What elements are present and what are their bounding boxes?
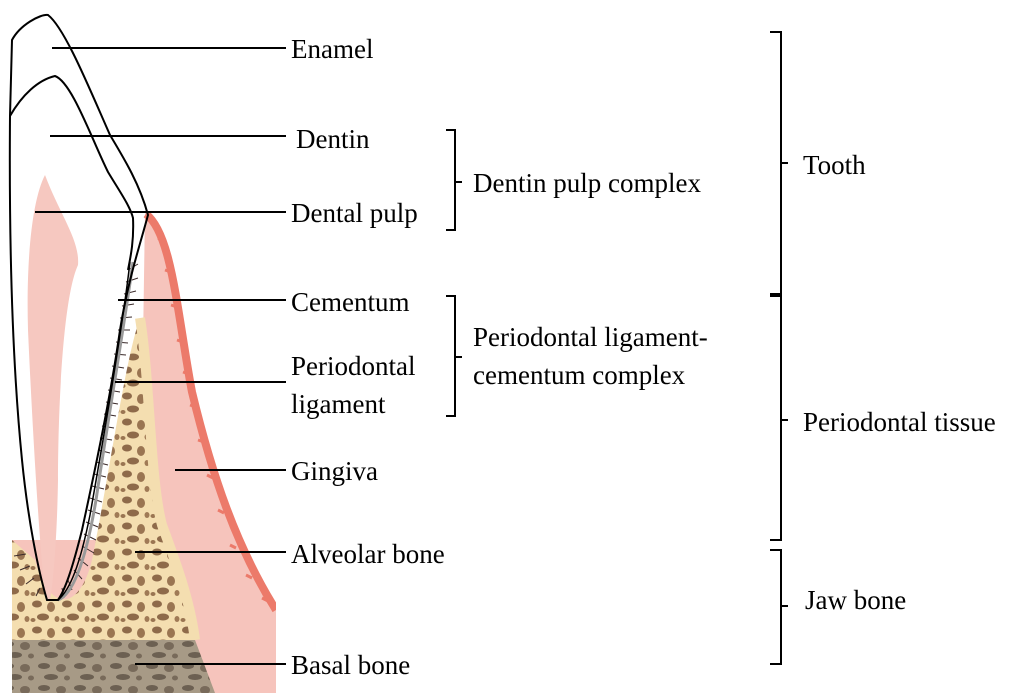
dental-pulp-region [28,175,79,600]
label-jaw-bone: Jaw bone [805,585,906,615]
structure-labels: Enamel Dentin Dental pulp Cementum Perio… [291,34,445,680]
group-labels: Dentin pulp complex Periodontal ligament… [473,168,708,390]
label-dentin: Dentin [296,124,370,154]
label-basal-bone: Basal bone [291,650,410,680]
label-pdl-cementum-complex-line1: Periodontal ligament- [473,322,708,352]
bracket-tooth [770,32,788,294]
bracket-dentin-pulp-complex [446,130,462,230]
label-periodontal-ligament-line1: Periodontal [291,351,415,381]
label-cementum: Cementum [291,287,409,317]
group-brackets [446,130,462,416]
bracket-periodontal-tissue [770,296,788,540]
label-enamel: Enamel [291,34,373,64]
category-labels: Tooth Periodontal tissue Jaw bone [803,150,996,615]
bracket-pdl-cementum-complex [446,296,462,416]
label-gingiva: Gingiva [291,456,378,486]
label-periodontal-ligament-line2: ligament [291,389,386,419]
label-periodontal-tissue: Periodontal tissue [803,407,996,437]
tooth-illustration [10,15,276,693]
label-pdl-cementum-complex-line2: cementum complex [473,360,686,390]
basal-bone-region [12,640,215,693]
label-tooth: Tooth [803,150,866,180]
label-dental-pulp: Dental pulp [291,198,418,228]
bracket-jaw-bone [770,550,788,664]
category-brackets [770,32,788,664]
label-dentin-pulp-complex: Dentin pulp complex [473,168,701,198]
label-alveolar-bone: Alveolar bone [291,539,445,569]
